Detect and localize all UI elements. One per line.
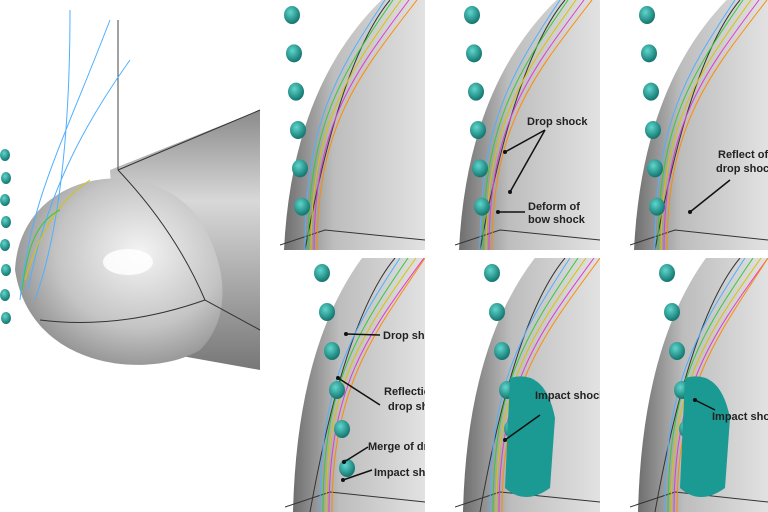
annotation-label: Drop shock	[527, 116, 588, 128]
drop	[1, 312, 11, 324]
annotation-label: bow shock	[528, 214, 586, 226]
annotation-label: Impact shock	[374, 467, 445, 479]
annotation-label: Drop shock	[383, 330, 444, 342]
drop	[472, 159, 488, 178]
drop	[319, 303, 335, 321]
drop	[470, 121, 486, 139]
sphere-body	[293, 258, 425, 512]
drop	[314, 264, 330, 282]
drop	[643, 82, 659, 101]
drop	[649, 197, 665, 216]
annotation-label: drop shock	[716, 163, 768, 175]
annotation-label: Impact shock	[535, 390, 606, 402]
drop	[0, 194, 10, 206]
drop	[466, 44, 482, 63]
annotation-label: Deform of	[528, 201, 580, 213]
annotation-arrow	[345, 333, 381, 336]
drop	[0, 239, 10, 251]
annotation-arrow	[504, 414, 541, 441]
drop	[669, 342, 685, 360]
drop	[294, 197, 310, 216]
panel-t3: Reflect of drop shock	[630, 0, 768, 250]
impact-water-sheet	[505, 376, 555, 497]
drop	[0, 149, 10, 161]
annotation-arrow	[694, 399, 716, 411]
annotation-label: Merge of drops	[368, 441, 447, 453]
drop	[1, 264, 11, 276]
drop	[641, 44, 657, 63]
annotation-arrow	[689, 179, 731, 213]
annotation-label: Reflection of	[384, 386, 451, 398]
annotation-label: Reflect of	[718, 149, 768, 161]
overview-panel	[0, 9, 261, 370]
drop	[324, 342, 340, 360]
drop	[1, 172, 11, 184]
drop	[288, 82, 304, 101]
drop	[0, 289, 10, 301]
panel-t1	[280, 0, 425, 250]
annotation-arrow	[342, 469, 373, 481]
drop	[639, 6, 655, 24]
drop	[464, 6, 480, 24]
sphere-body	[459, 0, 600, 250]
annotation-arrow	[337, 377, 381, 406]
drop	[334, 420, 350, 438]
drop	[284, 6, 300, 24]
drop	[339, 459, 355, 477]
drop	[329, 381, 345, 399]
drop	[292, 159, 308, 178]
drop	[286, 44, 302, 63]
drop	[647, 159, 663, 178]
impact-water-sheet	[680, 376, 730, 497]
drop	[290, 121, 306, 139]
sphere-body	[284, 0, 425, 250]
drop	[474, 197, 490, 216]
annotation-arrow	[509, 129, 546, 193]
drop	[664, 303, 680, 321]
annotation-label: drop shock	[388, 401, 448, 413]
drop	[659, 264, 675, 282]
panel-t5: Impact shock	[455, 258, 606, 512]
annotation-label: Impact shock	[712, 411, 768, 423]
drop	[468, 82, 484, 101]
drop	[645, 121, 661, 139]
drop	[494, 342, 510, 360]
annotation-arrow	[343, 446, 369, 463]
drop	[484, 264, 500, 282]
drop	[489, 303, 505, 321]
annotation-arrow	[504, 129, 546, 153]
drop	[1, 216, 11, 228]
panel-t6: Impact shock	[630, 258, 768, 512]
